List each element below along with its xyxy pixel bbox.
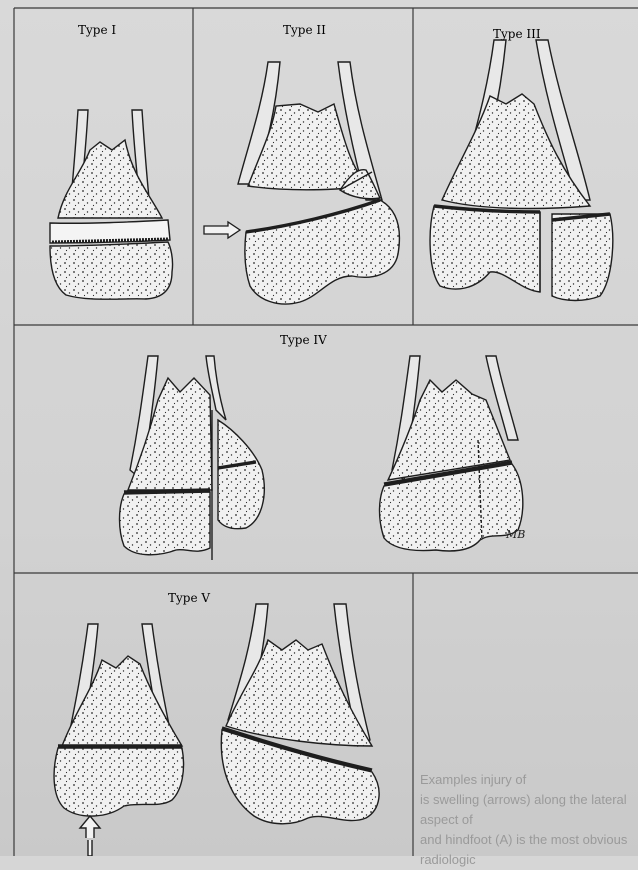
type-5-left-drawing bbox=[54, 624, 183, 856]
label-type-4: Type IV bbox=[280, 333, 327, 347]
label-type-1: Type I bbox=[78, 23, 116, 37]
type-1-drawing bbox=[50, 110, 173, 299]
type-4-left-drawing bbox=[120, 356, 265, 560]
label-type-2: Type II bbox=[283, 23, 326, 37]
type-4-right-drawing: MB bbox=[380, 356, 526, 551]
type-5-right-drawing bbox=[221, 604, 379, 824]
label-type-3: Type III bbox=[493, 27, 541, 41]
type-2-drawing bbox=[204, 62, 399, 304]
signature-mark: MB bbox=[505, 528, 525, 541]
type-3-drawing bbox=[430, 40, 613, 301]
label-type-5: Type V bbox=[168, 591, 210, 605]
